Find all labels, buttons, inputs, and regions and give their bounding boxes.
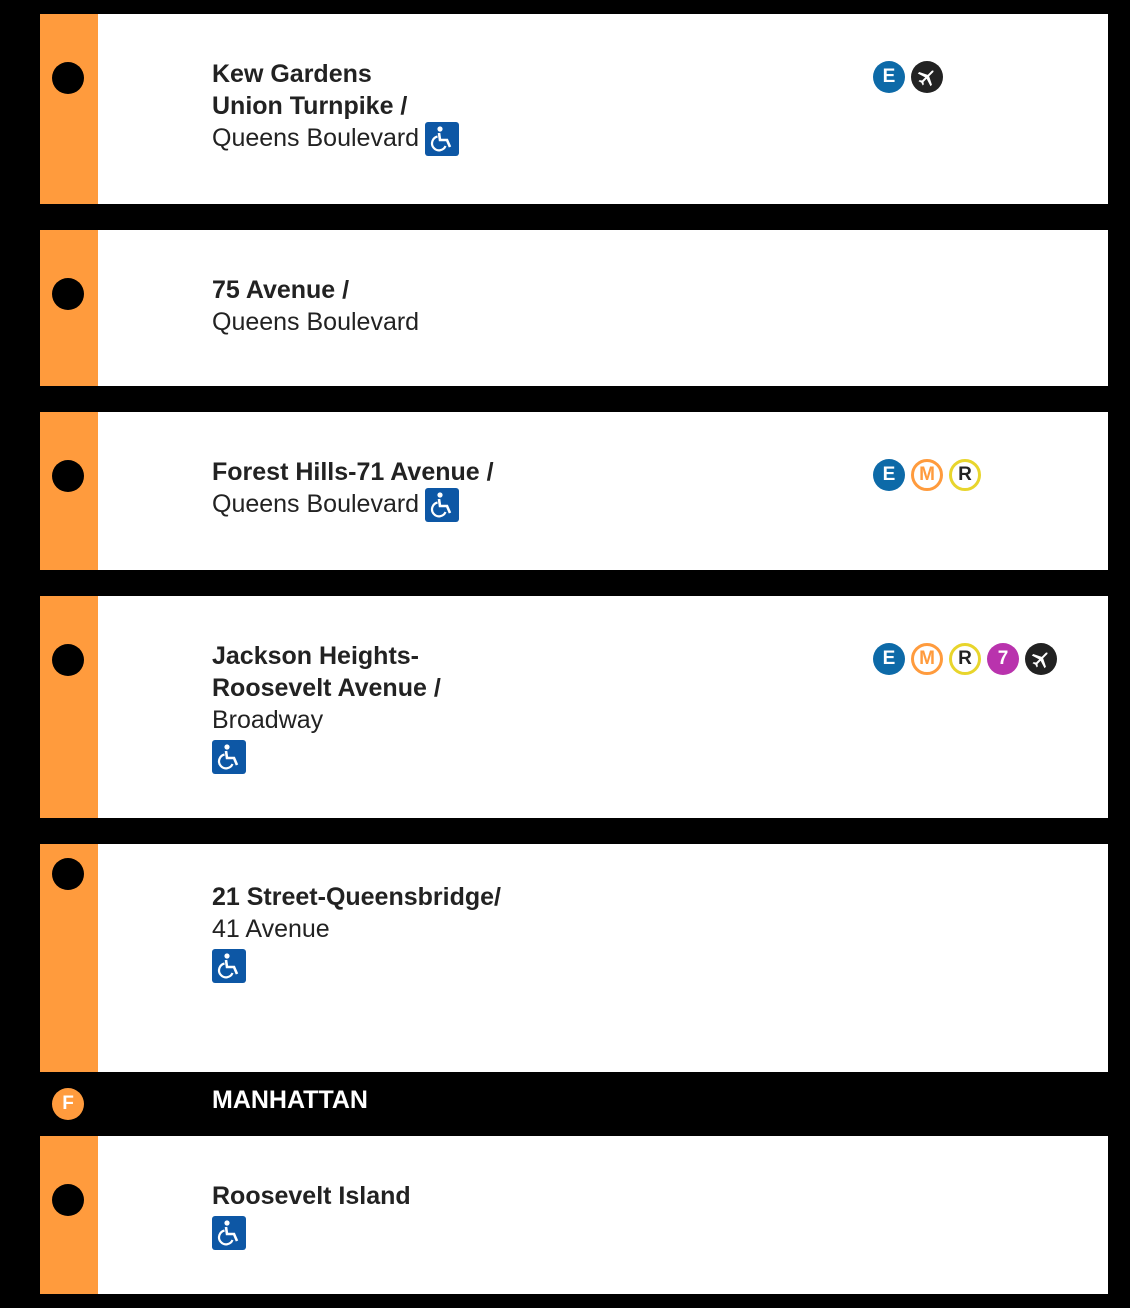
- station-name: 75 Avenue / Queens Boulevard: [212, 274, 419, 338]
- station-street: Queens Boulevard: [212, 308, 420, 336]
- station-dot: [52, 460, 84, 492]
- transfer-lines: E M R 7: [873, 642, 1057, 676]
- station-row[interactable]: 75 Avenue / Queens Boulevard: [40, 230, 1108, 386]
- station-name-line: Kew Gardens: [212, 60, 372, 88]
- f-line-bullet: F: [52, 1088, 84, 1120]
- station-street: Queens Boulevard: [212, 124, 420, 152]
- station-street: 41 Avenue: [212, 915, 330, 943]
- station-row[interactable]: Roosevelt Island: [40, 1136, 1108, 1294]
- line-stripe: [40, 14, 98, 204]
- station-name: 21 Street-Queensbridge/ 41 Avenue: [212, 881, 501, 983]
- station-row[interactable]: 21 Street-Queensbridge/ 41 Avenue: [40, 844, 1108, 1072]
- station-dot: [52, 644, 84, 676]
- airplane-icon[interactable]: [1025, 643, 1057, 675]
- station-dot: [52, 62, 84, 94]
- wheelchair-icon: [425, 122, 460, 157]
- seven-line-bullet[interactable]: 7: [987, 643, 1019, 675]
- station-name-line: Jackson Heights-: [212, 642, 420, 670]
- station-name-line: Forest Hills-71 Avenue /: [212, 458, 494, 486]
- wheelchair-icon: [212, 740, 246, 774]
- station-name-line: 75 Avenue /: [212, 276, 350, 304]
- station-name-line: Roosevelt Avenue /: [212, 674, 441, 702]
- station-dot: [52, 1184, 84, 1216]
- line-stripe: [40, 596, 98, 818]
- station-street: Broadway: [212, 706, 324, 734]
- station-name-line: Union Turnpike /: [212, 92, 408, 120]
- wheelchair-icon: [212, 949, 246, 983]
- station-row[interactable]: Jackson Heights- Roosevelt Avenue / Broa…: [40, 596, 1108, 818]
- transfer-lines: E M R: [873, 458, 981, 492]
- station-name: Kew Gardens Union Turnpike / Queens Boul…: [212, 58, 460, 157]
- station-name: Jackson Heights- Roosevelt Avenue / Broa…: [212, 640, 441, 774]
- borough-title: MANHATTAN: [212, 1086, 368, 1114]
- station-name: Roosevelt Island: [212, 1180, 411, 1250]
- wheelchair-icon: [212, 1216, 246, 1250]
- r-line-bullet[interactable]: R: [949, 643, 981, 675]
- e-line-bullet[interactable]: E: [873, 61, 905, 93]
- wheelchair-icon: [425, 488, 460, 523]
- borough-section-header: F MANHATTAN: [0, 1072, 1130, 1136]
- station-dot: [52, 858, 84, 890]
- station-row[interactable]: Forest Hills-71 Avenue / Queens Boulevar…: [40, 412, 1108, 570]
- e-line-bullet[interactable]: E: [873, 459, 905, 491]
- airplane-icon[interactable]: [911, 61, 943, 93]
- m-line-bullet[interactable]: M: [911, 643, 943, 675]
- m-line-bullet[interactable]: M: [911, 459, 943, 491]
- station-name: Forest Hills-71 Avenue / Queens Boulevar…: [212, 456, 494, 523]
- station-row[interactable]: Kew Gardens Union Turnpike / Queens Boul…: [40, 14, 1108, 204]
- station-name-line: Roosevelt Island: [212, 1182, 411, 1210]
- r-line-bullet[interactable]: R: [949, 459, 981, 491]
- station-name-line: 21 Street-Queensbridge/: [212, 883, 501, 911]
- station-street: Queens Boulevard: [212, 490, 420, 518]
- station-dot: [52, 278, 84, 310]
- e-line-bullet[interactable]: E: [873, 643, 905, 675]
- transfer-lines: E: [873, 60, 943, 94]
